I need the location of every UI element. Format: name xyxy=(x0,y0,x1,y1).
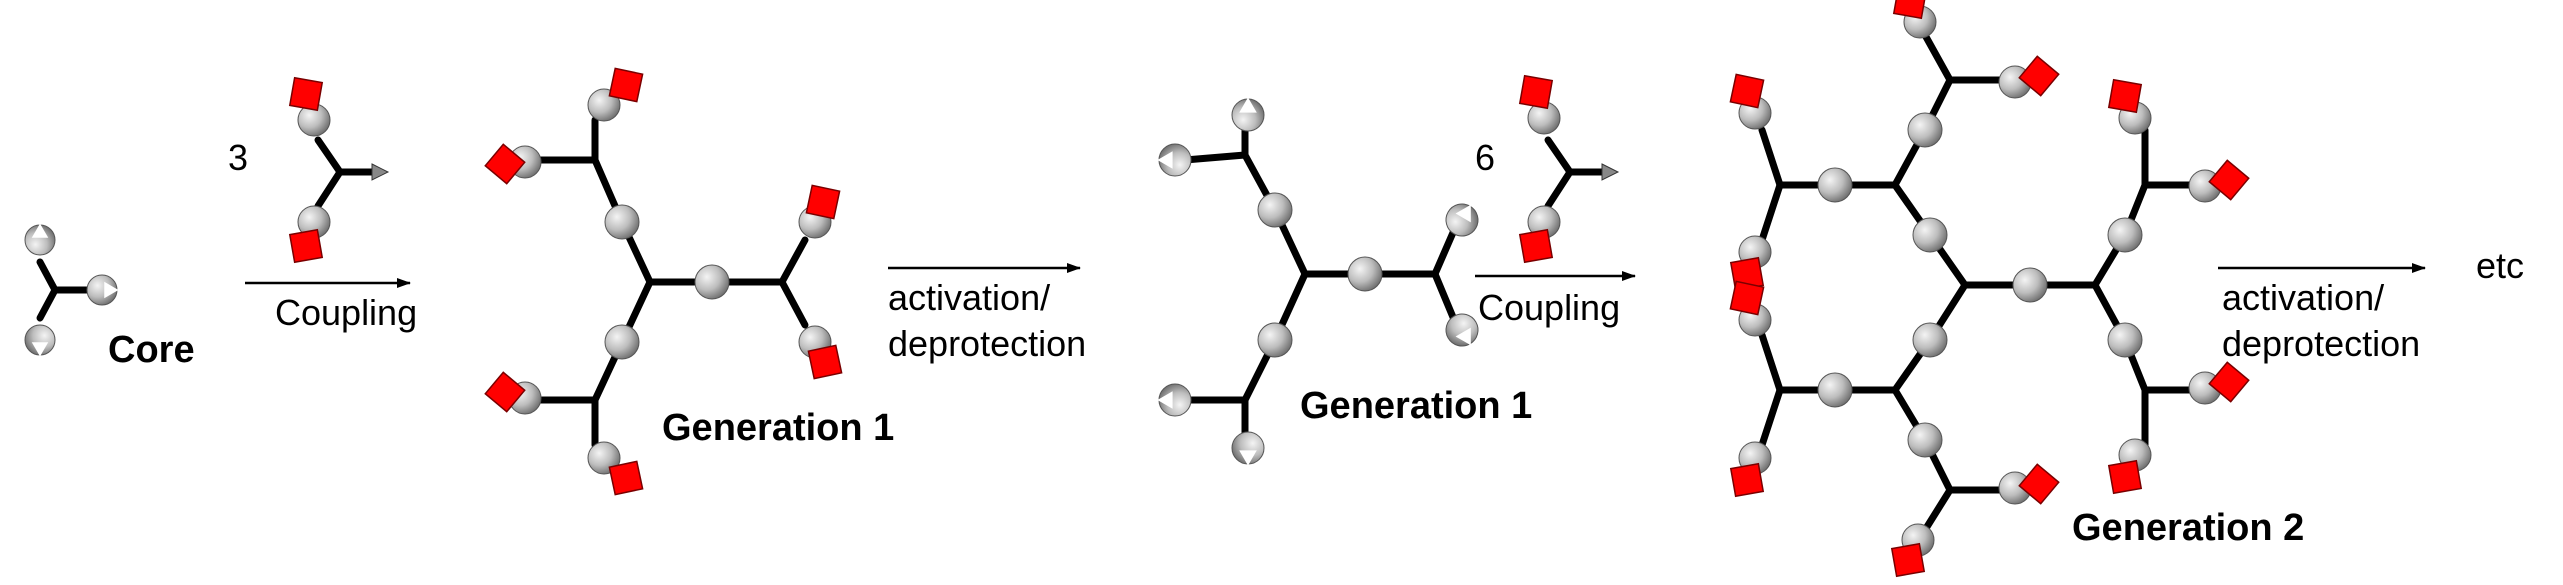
protecting-group-icon xyxy=(1518,74,1554,110)
molecule-units xyxy=(24,0,2250,578)
reactive-end-icon xyxy=(1601,163,1620,181)
protecting-group-icon xyxy=(2208,361,2250,403)
active-site-icon xyxy=(24,223,56,256)
generation-2-label: Generation 2 xyxy=(2072,507,2304,549)
protecting-group-icon xyxy=(288,76,324,112)
equivalents-label-6: 6 xyxy=(1475,137,1495,178)
bond-line xyxy=(1544,136,1574,176)
sphere-icon xyxy=(1912,322,1948,358)
bond-line xyxy=(778,236,809,286)
sphere-icon xyxy=(604,204,640,240)
bond-line xyxy=(1758,126,1784,189)
bond-line xyxy=(36,286,59,322)
equivalents-label-3: 3 xyxy=(228,137,248,178)
sphere-icon xyxy=(1907,422,1943,458)
protecting-group-icon xyxy=(2107,459,2143,495)
bond-line xyxy=(1431,270,1459,326)
coupling-label-1: Coupling xyxy=(275,292,417,333)
bond-line xyxy=(36,258,59,294)
bond-line xyxy=(1758,386,1784,449)
active-site-icon xyxy=(24,324,56,357)
activation-label-2-line2: deprotection xyxy=(2222,323,2420,364)
sphere-icon xyxy=(694,264,730,300)
sphere-icon xyxy=(1257,322,1293,358)
protecting-group-icon xyxy=(2018,463,2060,505)
protecting-group-icon xyxy=(1729,73,1765,109)
sphere-icon xyxy=(1817,167,1853,203)
activation-label-1-line2: deprotection xyxy=(888,323,1086,364)
activation-label-2-line1: activation/ xyxy=(2222,277,2384,318)
protecting-group-icon xyxy=(608,67,644,103)
protecting-group-icon xyxy=(1518,228,1554,264)
protecting-group-icon xyxy=(1890,542,1926,578)
activation-label-1-line1: activation/ xyxy=(888,277,1050,318)
protecting-group-icon xyxy=(484,143,526,185)
core-label: Core xyxy=(108,329,195,371)
etc-label: etc xyxy=(2476,245,2524,286)
bond-line xyxy=(778,278,809,329)
protecting-group-icon xyxy=(2018,55,2060,97)
generation-1-label-b: Generation 1 xyxy=(1300,385,1532,427)
protecting-group-icon xyxy=(2107,78,2143,114)
protecting-group-icon xyxy=(2208,159,2250,201)
protecting-group-icon xyxy=(484,371,526,413)
bond-line xyxy=(1181,151,1249,164)
sphere-icon xyxy=(2107,217,2143,253)
protecting-group-icon xyxy=(608,460,644,496)
active-site-icon xyxy=(1445,203,1479,237)
protecting-group-icon xyxy=(1729,280,1765,316)
sphere-icon xyxy=(1907,112,1943,148)
active-site-icon xyxy=(86,274,119,306)
sphere-icon xyxy=(1912,217,1948,253)
bond-line xyxy=(314,168,344,210)
active-site-icon xyxy=(1157,143,1192,177)
bond-line xyxy=(1758,181,1784,244)
protecting-group-icon xyxy=(807,344,843,380)
coupling-label-2: Coupling xyxy=(1478,287,1620,328)
generation-1-label-a: Generation 1 xyxy=(662,407,894,449)
sphere-icon xyxy=(1257,192,1293,228)
bond-line xyxy=(1431,224,1459,278)
active-site-icon xyxy=(1231,431,1265,466)
protecting-group-icon xyxy=(805,184,841,220)
sphere-icon xyxy=(604,324,640,360)
sphere-icon xyxy=(1817,372,1853,408)
active-site-icon xyxy=(1445,313,1479,347)
bond-line xyxy=(1921,31,1954,84)
sphere-icon xyxy=(2012,267,2048,303)
reactive-end-icon xyxy=(371,163,390,181)
bond-line xyxy=(314,136,344,176)
protecting-group-icon xyxy=(1892,0,1928,20)
protecting-group-icon xyxy=(288,228,324,264)
bond-line xyxy=(1921,486,1954,534)
active-site-icon xyxy=(1231,97,1265,132)
sphere-icon xyxy=(1347,256,1383,292)
protecting-group-icon xyxy=(1729,462,1765,498)
bond-line xyxy=(1544,168,1574,210)
active-site-icon xyxy=(1157,383,1192,417)
sphere-icon xyxy=(2107,322,2143,358)
bond-line xyxy=(1758,331,1784,394)
